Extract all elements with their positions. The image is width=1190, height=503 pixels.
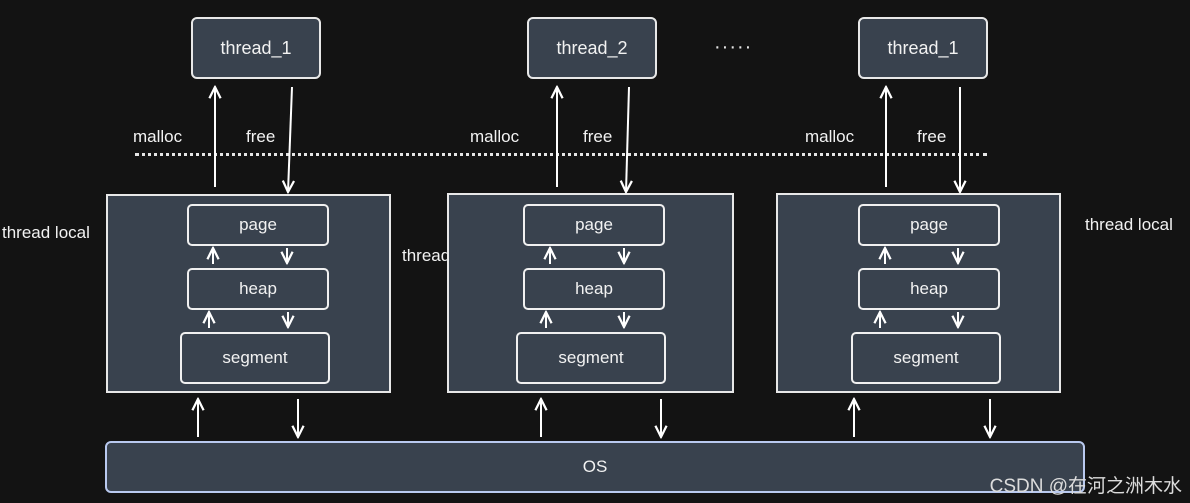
watermark: CSDN @在河之洲木水 [989, 476, 1182, 497]
ellipsis: ····· [714, 36, 753, 58]
thread-box-2: thread_2 [527, 17, 657, 79]
segment-box: segment [180, 332, 330, 384]
free-label: free [583, 127, 613, 146]
free-arrow [626, 86, 629, 192]
malloc-label: malloc [470, 127, 520, 146]
heap-box: heap [858, 268, 1000, 310]
thread-box-1: thread_1 [191, 17, 321, 79]
page-box: page [187, 204, 329, 246]
free-arrow [288, 86, 292, 192]
page-box: page [858, 204, 1000, 246]
malloc-label: malloc [133, 127, 183, 146]
thread-local-region-2: page heap segment [447, 193, 734, 393]
page-label: page [575, 215, 613, 234]
os-box: OS [105, 441, 1085, 493]
malloc-label: malloc [805, 127, 855, 146]
heap-label: heap [575, 279, 613, 298]
thread-label: thread_2 [556, 37, 628, 58]
free-label: free [917, 127, 947, 146]
thread-local-label: thread local [2, 223, 90, 242]
page-box: page [523, 204, 665, 246]
segment-box: segment [516, 332, 666, 384]
thread-local-label: thread local [1085, 215, 1173, 234]
thread-local-boundary [135, 153, 987, 156]
heap-label: heap [910, 279, 948, 298]
thread-box-3: thread_1 [858, 17, 988, 79]
segment-label: segment [222, 348, 288, 367]
segment-label: segment [893, 348, 959, 367]
thread-local-region-3: page heap segment [776, 193, 1061, 393]
thread-label: thread_1 [220, 37, 292, 58]
thread-label: thread_1 [887, 37, 959, 58]
segment-label: segment [558, 348, 624, 367]
page-label: page [239, 215, 277, 234]
page-label: page [910, 215, 948, 234]
segment-box: segment [851, 332, 1001, 384]
heap-box: heap [187, 268, 329, 310]
heap-box: heap [523, 268, 665, 310]
free-label: free [246, 127, 276, 146]
thread-local-region-1: page heap segment [106, 194, 391, 393]
heap-label: heap [239, 279, 277, 298]
os-label: OS [582, 457, 608, 476]
